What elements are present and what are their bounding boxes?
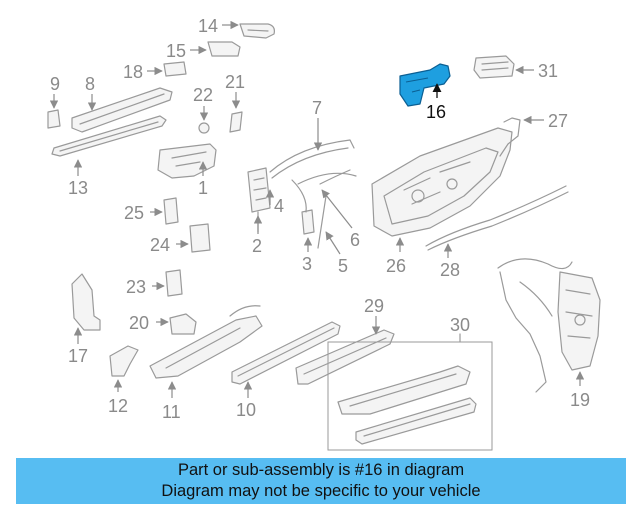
callout-3: 3	[302, 254, 312, 274]
callout-9: 9	[50, 74, 60, 94]
callout-2: 2	[252, 236, 262, 256]
callout-15: 15	[166, 41, 186, 61]
callout-18: 18	[123, 62, 143, 82]
part-29[interactable]: 29	[295, 296, 395, 385]
part-20[interactable]: 20	[129, 313, 197, 335]
banner-line-1: Part or sub-assembly is #16 in diagram	[177, 461, 465, 479]
part-30[interactable]: 30	[327, 315, 493, 451]
part-21[interactable]: 21	[225, 72, 245, 133]
callout-12: 12	[108, 396, 128, 416]
callout-8: 8	[85, 74, 95, 94]
callout-23: 23	[126, 277, 146, 297]
callout-25: 25	[124, 203, 144, 223]
part-14[interactable]: 14	[198, 16, 275, 39]
callout-22: 22	[193, 85, 213, 105]
callout-26: 26	[386, 256, 406, 276]
callout-4: 4	[274, 196, 284, 216]
callout-24: 24	[150, 235, 170, 255]
part-10[interactable]: 10	[231, 321, 341, 420]
part-16-highlighted[interactable]: 16	[399, 63, 451, 122]
callout-5: 5	[338, 256, 348, 276]
part-25[interactable]: 25	[124, 197, 179, 225]
part-19[interactable]: 19	[497, 258, 601, 410]
callout-1: 1	[198, 178, 208, 198]
callout-7: 7	[312, 98, 322, 118]
parts-diagram: 14 15 18 9 8 13 22 21	[47, 16, 601, 451]
part-5[interactable]: 5	[297, 172, 357, 276]
callout-14: 14	[198, 16, 218, 36]
callout-10: 10	[236, 400, 256, 420]
part-18[interactable]: 18	[123, 61, 187, 82]
callout-27: 27	[548, 111, 568, 131]
part-8[interactable]: 8	[71, 74, 173, 133]
callout-16: 16	[426, 102, 446, 122]
callout-29: 29	[364, 296, 384, 316]
callout-28: 28	[440, 260, 460, 280]
callout-20: 20	[129, 313, 149, 333]
part-12[interactable]: 12	[108, 345, 139, 416]
part-17[interactable]: 17	[68, 273, 101, 366]
part-2[interactable]: 2	[252, 211, 263, 256]
info-banner: Part or sub-assembly is #16 in diagram D…	[16, 458, 626, 504]
banner-line-2: Diagram may not be specific to your vehi…	[161, 482, 481, 500]
callout-11: 11	[162, 402, 181, 422]
part-6[interactable]: 6	[319, 169, 360, 250]
part-27[interactable]: 27	[499, 111, 568, 157]
part-23[interactable]: 23	[126, 269, 183, 297]
part-15[interactable]: 15	[166, 41, 241, 61]
callout-13: 13	[68, 178, 88, 198]
callout-30: 30	[450, 315, 470, 335]
part-7[interactable]: 7	[269, 98, 355, 179]
callout-17: 17	[68, 346, 88, 366]
part-28[interactable]: 28	[425, 185, 569, 280]
part-4[interactable]: 4	[247, 167, 284, 216]
callout-21: 21	[225, 72, 245, 92]
part-3[interactable]: 3	[291, 179, 315, 274]
part-26[interactable]: 26	[371, 127, 513, 276]
part-11[interactable]: 11	[149, 305, 263, 422]
callout-31: 31	[538, 61, 558, 81]
part-13[interactable]: 13	[51, 115, 167, 198]
callout-6: 6	[350, 230, 360, 250]
part-22[interactable]: 22	[193, 85, 213, 134]
part-1[interactable]: 1	[157, 143, 217, 198]
part-31[interactable]: 31	[473, 55, 558, 81]
part-9[interactable]: 9	[47, 74, 61, 129]
callout-19: 19	[570, 390, 590, 410]
part-24[interactable]: 24	[150, 223, 211, 255]
